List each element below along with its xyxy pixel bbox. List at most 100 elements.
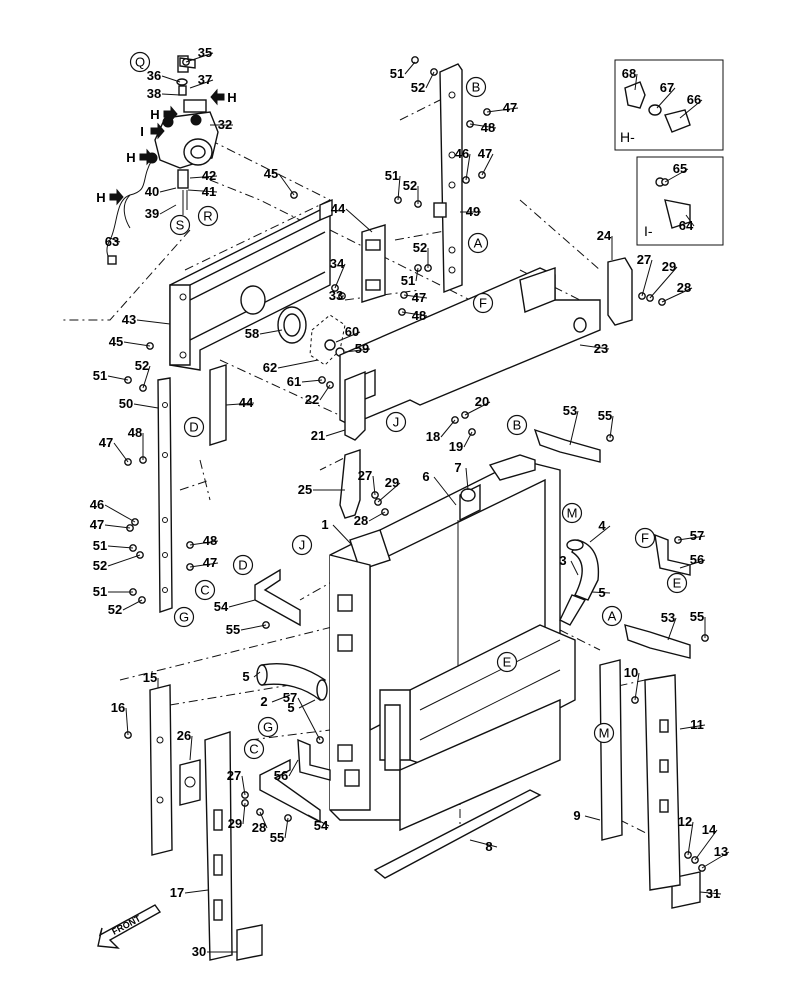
leader-43 bbox=[136, 319, 171, 325]
panel-26 bbox=[179, 759, 201, 806]
leader-18 bbox=[440, 419, 456, 438]
leader-21 bbox=[325, 429, 346, 437]
leader-52d bbox=[142, 365, 151, 389]
callout-52c: 52 bbox=[413, 240, 427, 255]
ref-circle-letter-E2: E bbox=[503, 655, 512, 670]
view-arrow-H4: H bbox=[96, 188, 124, 206]
leader-34 bbox=[334, 263, 346, 289]
leader-10 bbox=[634, 672, 640, 701]
leader-62 bbox=[277, 359, 319, 369]
fan-parts-58-60 bbox=[277, 306, 346, 366]
leader-51c bbox=[415, 267, 419, 282]
callout-53b: 53 bbox=[661, 610, 675, 625]
view-arrow-shape-I1 bbox=[150, 122, 165, 140]
bolt-18 bbox=[124, 376, 132, 384]
inset-h-label: H- bbox=[620, 129, 635, 145]
leader-7 bbox=[465, 467, 469, 491]
leader-54b bbox=[307, 814, 330, 827]
view-arrow-shape-H3 bbox=[139, 148, 154, 166]
callout-56b: 56 bbox=[274, 768, 288, 783]
ref-circle-A1: A bbox=[467, 232, 489, 254]
leader-22 bbox=[319, 384, 331, 401]
callout-17: 17 bbox=[170, 885, 184, 900]
callout-32: 32 bbox=[218, 117, 232, 132]
leader-57b bbox=[297, 697, 321, 741]
ref-circle-letter-R: R bbox=[203, 209, 212, 224]
callout-49: 49 bbox=[466, 204, 480, 219]
callout-51e: 51 bbox=[93, 538, 107, 553]
leader-51b bbox=[397, 175, 401, 201]
panel-11 bbox=[644, 674, 681, 891]
callout-45b: 45 bbox=[109, 334, 123, 349]
callout-43: 43 bbox=[122, 312, 136, 327]
callout-27c: 27 bbox=[227, 768, 241, 783]
bracket-56-upper bbox=[654, 533, 691, 576]
ref-circle-letter-B1: B bbox=[472, 80, 481, 95]
callout-51b: 51 bbox=[385, 168, 399, 183]
ref-circle-ring-E1 bbox=[666, 572, 688, 594]
leader-64 bbox=[685, 214, 695, 227]
callout-48d: 48 bbox=[203, 533, 217, 548]
bracket-54-upper bbox=[254, 568, 301, 627]
ref-circle-D1: D bbox=[183, 416, 205, 438]
leader-11 bbox=[679, 724, 706, 730]
ref-circle-ring-B2 bbox=[506, 414, 528, 436]
ref-circle-letter-A1: A bbox=[474, 236, 483, 251]
leader-55b bbox=[240, 624, 267, 631]
leader-55a bbox=[609, 415, 614, 439]
callout-67: 67 bbox=[660, 80, 674, 95]
leader-5b bbox=[253, 671, 261, 678]
callout-47d: 47 bbox=[99, 435, 113, 450]
ref-circle-E2: E bbox=[496, 651, 518, 673]
callout-51f: 51 bbox=[93, 584, 107, 599]
leader-37 bbox=[189, 79, 214, 89]
leader-46b bbox=[104, 504, 136, 523]
callout-48c: 48 bbox=[128, 425, 142, 440]
leader-28b bbox=[368, 511, 386, 522]
callout-52e: 52 bbox=[93, 558, 107, 573]
panel-15 bbox=[149, 684, 173, 856]
leader-29a bbox=[649, 266, 678, 299]
callout-44b: 44 bbox=[239, 395, 254, 410]
callout-19: 19 bbox=[449, 439, 463, 454]
leader-35 bbox=[185, 52, 214, 63]
callout-45a: 45 bbox=[264, 166, 278, 181]
ref-circle-ring-R bbox=[197, 205, 219, 227]
callout-21: 21 bbox=[311, 428, 325, 443]
ref-circle-J1: J bbox=[385, 411, 407, 433]
ref-circle-letter-M1: M bbox=[567, 506, 578, 521]
leader-60 bbox=[335, 331, 361, 343]
pad-30 bbox=[236, 924, 263, 961]
leader-41 bbox=[187, 189, 218, 193]
ref-circle-ring-E2 bbox=[496, 651, 518, 673]
bracket-21 bbox=[344, 370, 366, 441]
callout-54b: 54 bbox=[314, 818, 329, 833]
leader-2 bbox=[271, 694, 291, 703]
ref-circle-ring-S bbox=[169, 214, 191, 236]
view-arrow-letter-H4: H bbox=[96, 190, 105, 205]
ref-circle-ring-D1 bbox=[183, 416, 205, 438]
leader-31 bbox=[699, 891, 722, 895]
pump-assembly bbox=[106, 55, 219, 265]
panel-17 bbox=[204, 731, 233, 961]
callout-25: 25 bbox=[298, 482, 312, 497]
leader-56a bbox=[679, 559, 706, 569]
ref-circle-R: R bbox=[197, 205, 219, 227]
leader-54a bbox=[228, 599, 256, 608]
callout-13: 13 bbox=[714, 844, 728, 859]
callout-34: 34 bbox=[330, 256, 345, 271]
support-bar-49 bbox=[433, 63, 463, 294]
ref-circle-letter-F1: F bbox=[479, 296, 487, 311]
bracket-25 bbox=[339, 449, 361, 519]
callout-8: 8 bbox=[485, 839, 492, 854]
leader-47b bbox=[481, 153, 494, 176]
callout-47f: 47 bbox=[203, 555, 217, 570]
panel-9 bbox=[599, 659, 623, 841]
leader-68 bbox=[634, 73, 638, 91]
bracket-44-lower bbox=[209, 364, 227, 446]
callout-5a: 5 bbox=[598, 585, 605, 600]
seal-8 bbox=[373, 789, 542, 879]
leader-14 bbox=[694, 829, 718, 861]
